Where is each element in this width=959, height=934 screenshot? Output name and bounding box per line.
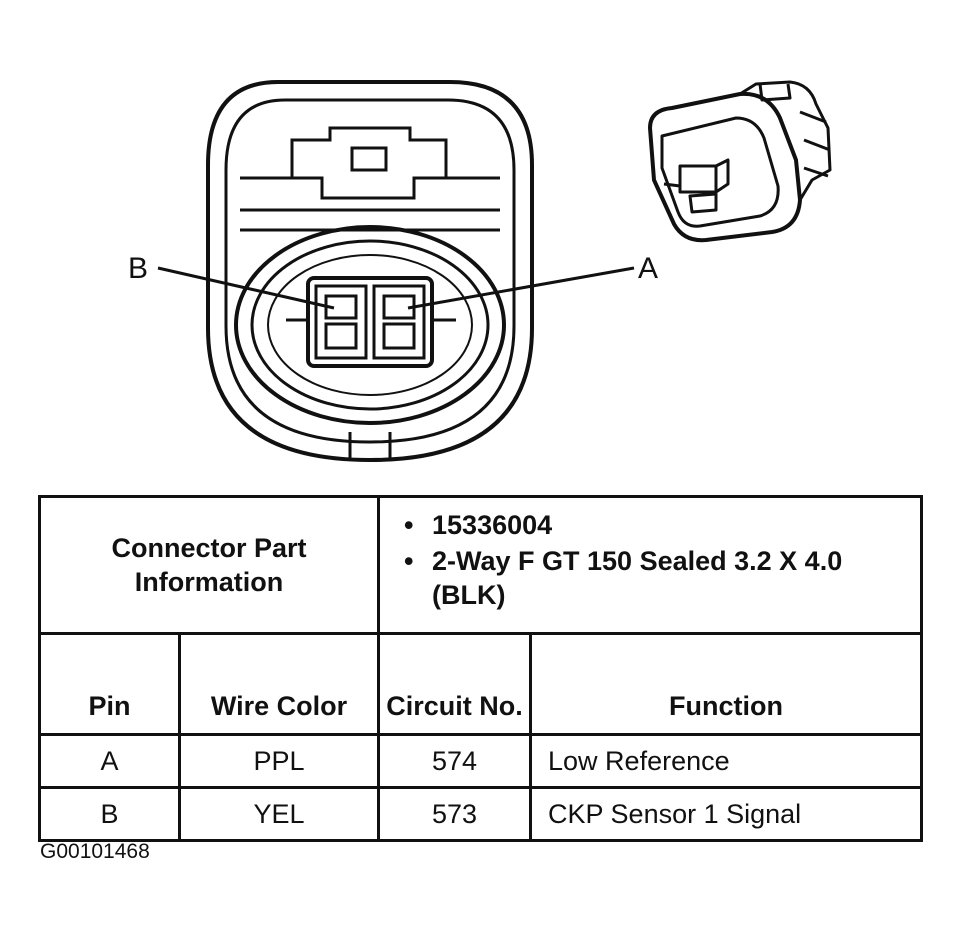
pin-b-label: B [128, 252, 149, 285]
header-function: Function [529, 632, 924, 736]
circuit-cell: 574 [377, 733, 533, 789]
wire-color-cell: YEL [177, 786, 381, 842]
function-cell: Low Reference [529, 733, 924, 789]
table-header-row: Pin Wire Color Circuit No. Function [38, 632, 924, 736]
connector-info-row: Connector Part Information 15336004 2-Wa… [37, 495, 924, 635]
pin-a-leader-line [407, 266, 635, 310]
connector-iso-view [648, 80, 832, 243]
connector-front-view [206, 80, 534, 463]
connector-table: Connector Part Information 15336004 2-Wa… [37, 495, 924, 842]
wire-color-cell: PPL [177, 733, 381, 789]
circuit-cell: 573 [377, 786, 533, 842]
figure-id: G00101468 [40, 840, 150, 863]
pin-cell: B [38, 786, 181, 842]
header-circuit-no: Circuit No. [377, 632, 533, 736]
header-wire-color: Wire Color [177, 632, 381, 736]
table-row: A PPL 574 Low Reference [38, 733, 924, 789]
connector-type-bullet: 2-Way F GT 150 Sealed 3.2 X 4.0 (BLK) [404, 544, 902, 612]
header-pin: Pin [38, 632, 181, 736]
connector-info-bullets: 15336004 2-Way F GT 150 Sealed 3.2 X 4.0… [377, 495, 924, 635]
connector-diagram [157, 80, 832, 463]
pin-a-label: A [638, 252, 659, 285]
pin-cell: A [38, 733, 181, 789]
part-number-bullet: 15336004 [404, 508, 902, 542]
table-row: B YEL 573 CKP Sensor 1 Signal [38, 786, 924, 842]
function-cell: CKP Sensor 1 Signal [529, 786, 924, 842]
connector-info-title: Connector Part Information [37, 495, 381, 635]
pin-b-leader-line [157, 266, 335, 310]
